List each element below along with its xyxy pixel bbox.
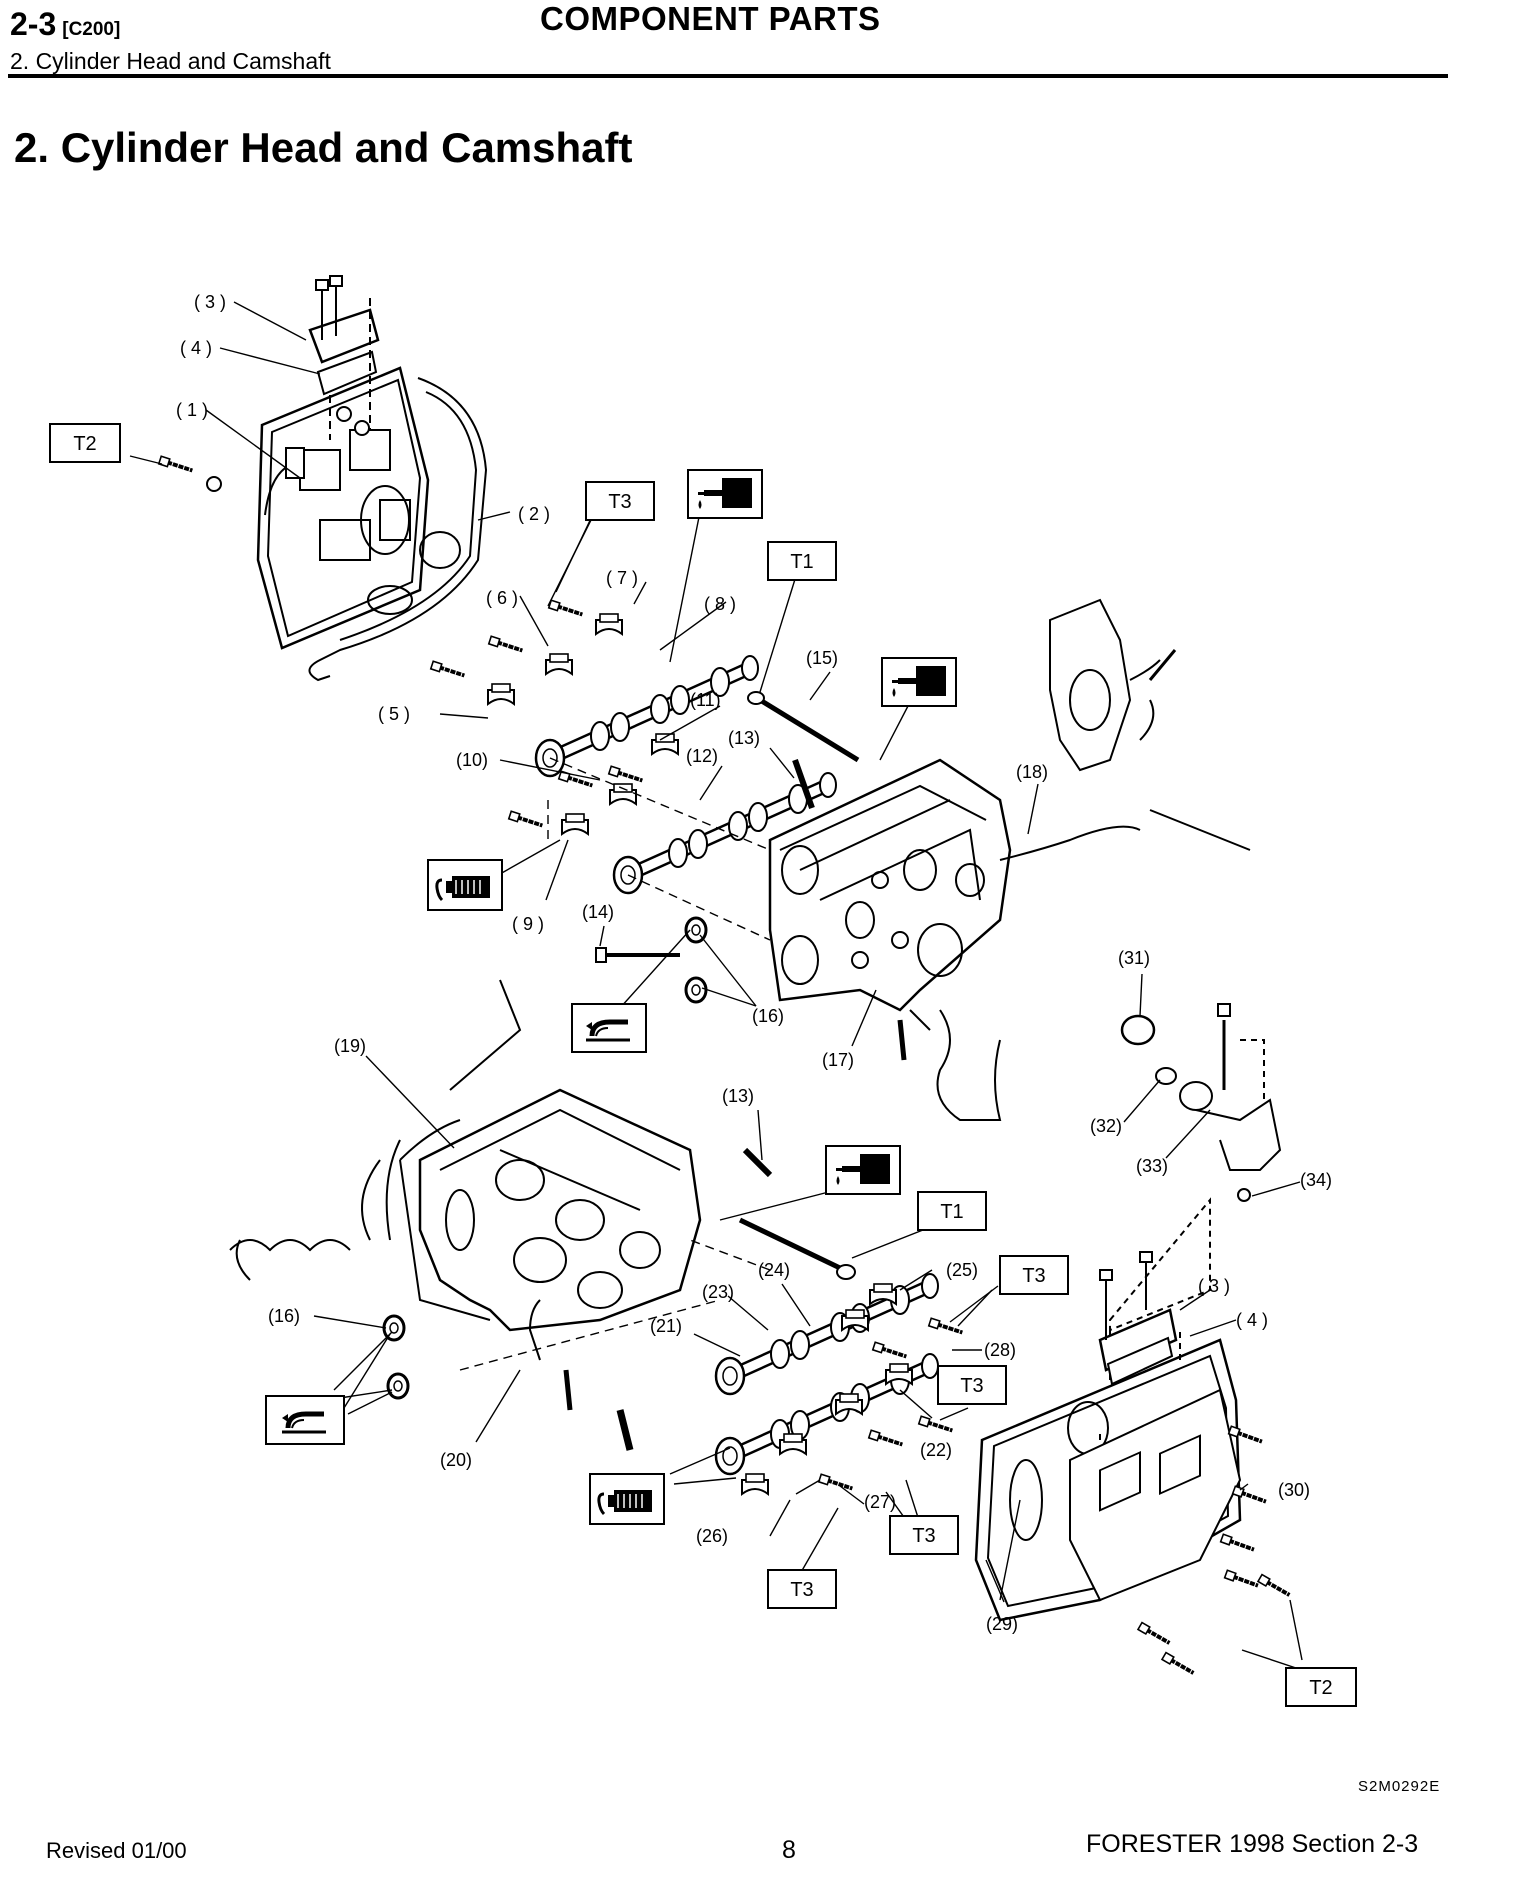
callout-12: (12) [686, 746, 718, 766]
grease-tube-icon [589, 1473, 665, 1525]
callout-19: (19) [334, 1036, 366, 1056]
grease-tube-icon [427, 859, 503, 911]
torque-label: T3 [1022, 1265, 1045, 1287]
symbol-boxes [265, 469, 957, 1525]
torque-box-t2-upper: T2 [49, 423, 121, 463]
torque-label: T3 [912, 1525, 935, 1547]
symbol-leader-lines [343, 511, 909, 1485]
torque-label: T3 [608, 491, 631, 513]
exhaust-camshaft-upper [614, 773, 836, 893]
callout-20: (20) [440, 1450, 472, 1470]
replace-seal-icon [265, 1395, 345, 1445]
footer-model-section: FORESTER 1998 Section 2-3 [1086, 1830, 1419, 1858]
callout-18: (18) [1016, 762, 1048, 782]
section-number: 2-3[C200] [10, 6, 120, 43]
torque-box-t3-upper: T3 [585, 481, 655, 521]
callout-15: (15) [806, 648, 838, 668]
callout-3-lower: ( 3 ) [1198, 1276, 1230, 1296]
cylinder-head-lower [229, 979, 702, 1361]
callout-25: (25) [946, 1260, 978, 1280]
callout-21: (21) [650, 1316, 682, 1336]
subsection-title: 2. Cylinder Head and Camshaft [10, 48, 331, 74]
callout-8: ( 8 ) [704, 594, 736, 614]
oil-can-icon [881, 657, 957, 707]
callout-2: ( 2 ) [518, 504, 550, 524]
callout-26: (26) [696, 1526, 728, 1546]
callout-5: ( 5 ) [378, 704, 410, 724]
callout-17: (17) [822, 1050, 854, 1070]
page-number: 8 [782, 1836, 796, 1864]
leader-lines [205, 301, 1301, 1603]
callout-1: ( 1 ) [176, 400, 208, 420]
callout-7: ( 7 ) [606, 568, 638, 588]
torque-label: T1 [940, 1201, 963, 1223]
torque-box-t2-lower: T2 [1285, 1667, 1357, 1707]
callout-16-upper: (16) [752, 1006, 784, 1026]
torque-label: T2 [1309, 1677, 1332, 1699]
torque-label: T3 [960, 1375, 983, 1397]
figure-code: S2M0292E [1358, 1778, 1441, 1795]
replace-seal-icon [571, 1003, 647, 1053]
callout-10: (10) [456, 750, 488, 770]
callout-14: (14) [582, 902, 614, 922]
torque-box-t3-e: T3 [767, 1569, 837, 1609]
torque-box-t3-c: T3 [937, 1365, 1007, 1405]
callout-3-upper: ( 3 ) [194, 292, 226, 312]
callout-28: (28) [984, 1340, 1016, 1360]
callout-24: (24) [758, 1260, 790, 1280]
torque-label: T1 [790, 551, 813, 573]
callout-22: (22) [920, 1440, 952, 1460]
callout-34: (34) [1300, 1170, 1332, 1190]
rocker-cover-upper [256, 366, 488, 682]
callout-23: (23) [702, 1282, 734, 1302]
oil-can-icon [687, 469, 763, 519]
callouts: ( 3 ) ( 4 ) ( 1 ) ( 2 ) ( 7 ) ( 8 ) ( 6 … [176, 292, 1332, 1634]
callout-29: (29) [986, 1614, 1018, 1634]
section-number-text: 2-3 [10, 6, 57, 42]
callout-32: (32) [1090, 1116, 1122, 1136]
callout-9: ( 9 ) [512, 914, 544, 934]
intake-camshaft-upper [536, 656, 758, 776]
footer-revision: Revised 01/00 [46, 1838, 187, 1863]
torque-box-t3-b: T3 [999, 1255, 1069, 1295]
torque-label: T3 [790, 1579, 813, 1601]
head-bolt-lower [563, 1147, 856, 1451]
head-bolt-upper [747, 691, 860, 810]
oil-filler-cap-lower [1098, 1251, 1178, 1386]
torque-label: T2 [73, 433, 96, 455]
cylinder-head-upper [768, 758, 1251, 1121]
oil-filler-cap [308, 275, 380, 440]
cover-bolt-upper [156, 454, 222, 492]
callout-4-lower: ( 4 ) [1236, 1310, 1268, 1330]
section-code: [C200] [62, 19, 121, 40]
callout-6: ( 6 ) [486, 588, 518, 608]
callout-16-lower: (16) [268, 1306, 300, 1326]
rocker-cover-lower [974, 1197, 1294, 1679]
callout-13-upper: (13) [728, 728, 760, 748]
callout-31: (31) [1118, 948, 1150, 968]
torque-boxes: T2 T3 T1 T1 T3 T3 T3 T3 [49, 423, 1357, 1707]
callout-30: (30) [1278, 1480, 1310, 1500]
callout-13-lower: (13) [722, 1086, 754, 1106]
diagram-artwork [129, 275, 1303, 1679]
callout-33: (33) [1136, 1156, 1168, 1176]
torque-box-t1-upper: T1 [767, 541, 837, 581]
callout-11: (11) [690, 690, 721, 710]
page-title: 2. Cylinder Head and Camshaft [14, 124, 633, 171]
oil-can-icon [825, 1145, 901, 1195]
header-title: COMPONENT PARTS [540, 0, 881, 37]
torque-box-t3-d: T3 [889, 1515, 959, 1555]
torque-box-t1-lower: T1 [917, 1191, 987, 1231]
callout-27: (27) [864, 1492, 896, 1512]
header-rule [8, 74, 1448, 78]
water-pipe-assembly [1120, 1003, 1282, 1202]
callout-4-upper: ( 4 ) [180, 338, 212, 358]
dashed-guides [459, 757, 771, 1371]
camshaft-seals-lower [382, 1314, 410, 1400]
timing-belt-cover-fragment [1049, 598, 1177, 772]
